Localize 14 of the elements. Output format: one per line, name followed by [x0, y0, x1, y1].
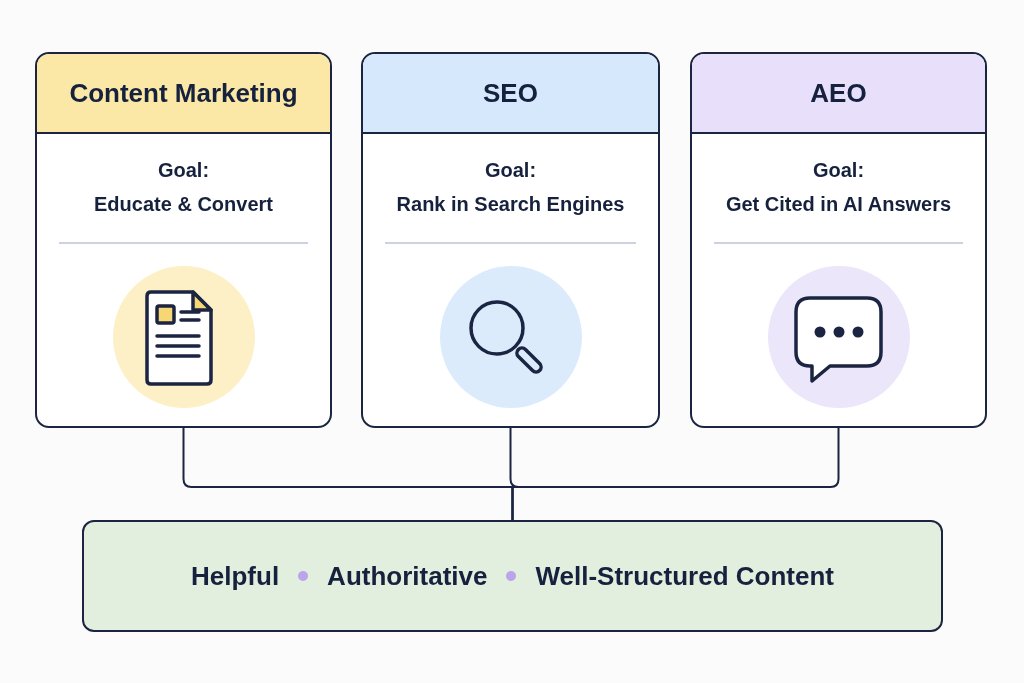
card — [361, 52, 660, 428]
card — [35, 52, 332, 428]
goal-text: Goal: Get Cited in AI Answers — [725, 158, 952, 217]
keyword-text: Well-Structured Content — [535, 560, 834, 592]
connector-line — [511, 427, 840, 521]
card-title: AEO — [810, 77, 867, 109]
keyword-text: Authoritative — [327, 560, 488, 592]
keyword-text: Helpful — [191, 560, 280, 592]
goal-text: Goal: Educate & Convert — [94, 158, 273, 217]
card — [690, 52, 987, 428]
card-title: SEO — [483, 77, 538, 109]
goal-text: Goal: Rank in Search Engines — [396, 158, 625, 217]
card-title: Content Marketing — [69, 77, 298, 109]
summary-box — [82, 520, 943, 632]
